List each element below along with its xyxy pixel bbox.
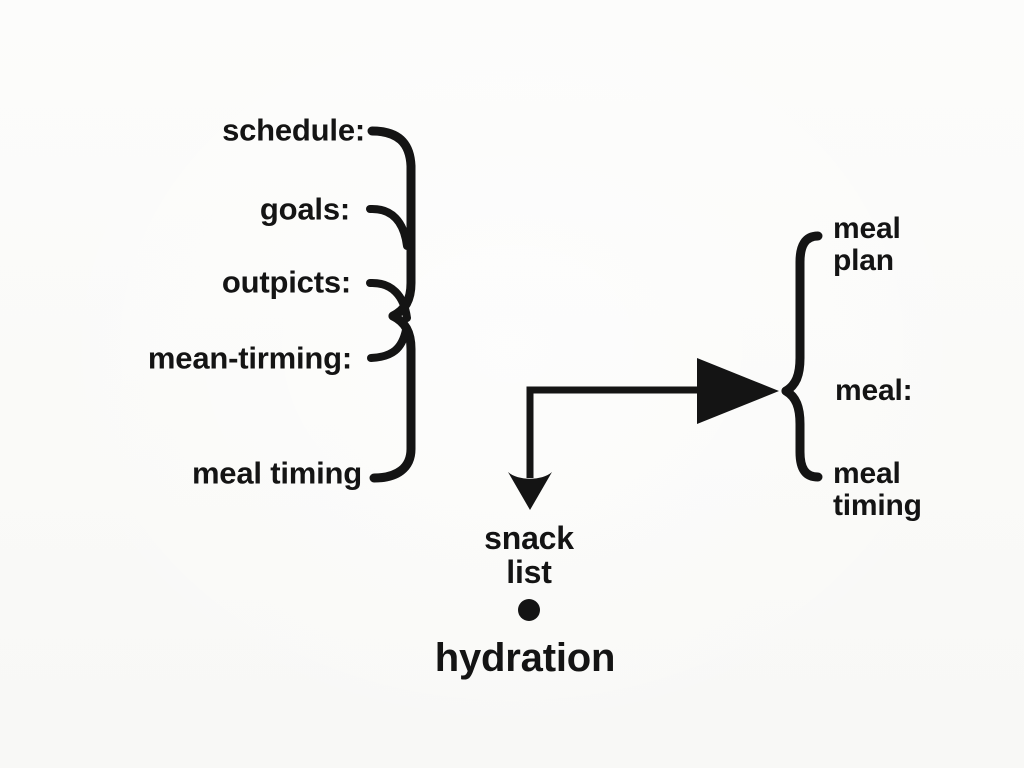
label-meal-timing-left: meal timing (191, 455, 362, 491)
arrowhead-down (508, 472, 552, 510)
label-meal-plan: meal plan (833, 212, 901, 277)
hook-mean-tirming (367, 326, 410, 362)
label-snack-list: snack list (484, 520, 574, 590)
label-outpicts: outpicts: (221, 264, 351, 300)
label-meal-timing-right: meal timing (833, 457, 922, 522)
label-hydration: hydration (434, 635, 616, 680)
label-meal: meal: (835, 374, 913, 408)
arrowhead-right (697, 358, 779, 424)
label-mean-tirming: mean-tirming: (147, 340, 352, 376)
label-schedule: schedule: (222, 112, 365, 148)
left-brace-hooks (366, 204, 411, 362)
label-goals: goals: (259, 191, 350, 227)
bullet-dot (518, 599, 540, 621)
hook-outpicts (366, 279, 411, 322)
right-brace (781, 231, 823, 482)
elbow-connector (508, 358, 779, 510)
hook-goals (366, 204, 411, 250)
